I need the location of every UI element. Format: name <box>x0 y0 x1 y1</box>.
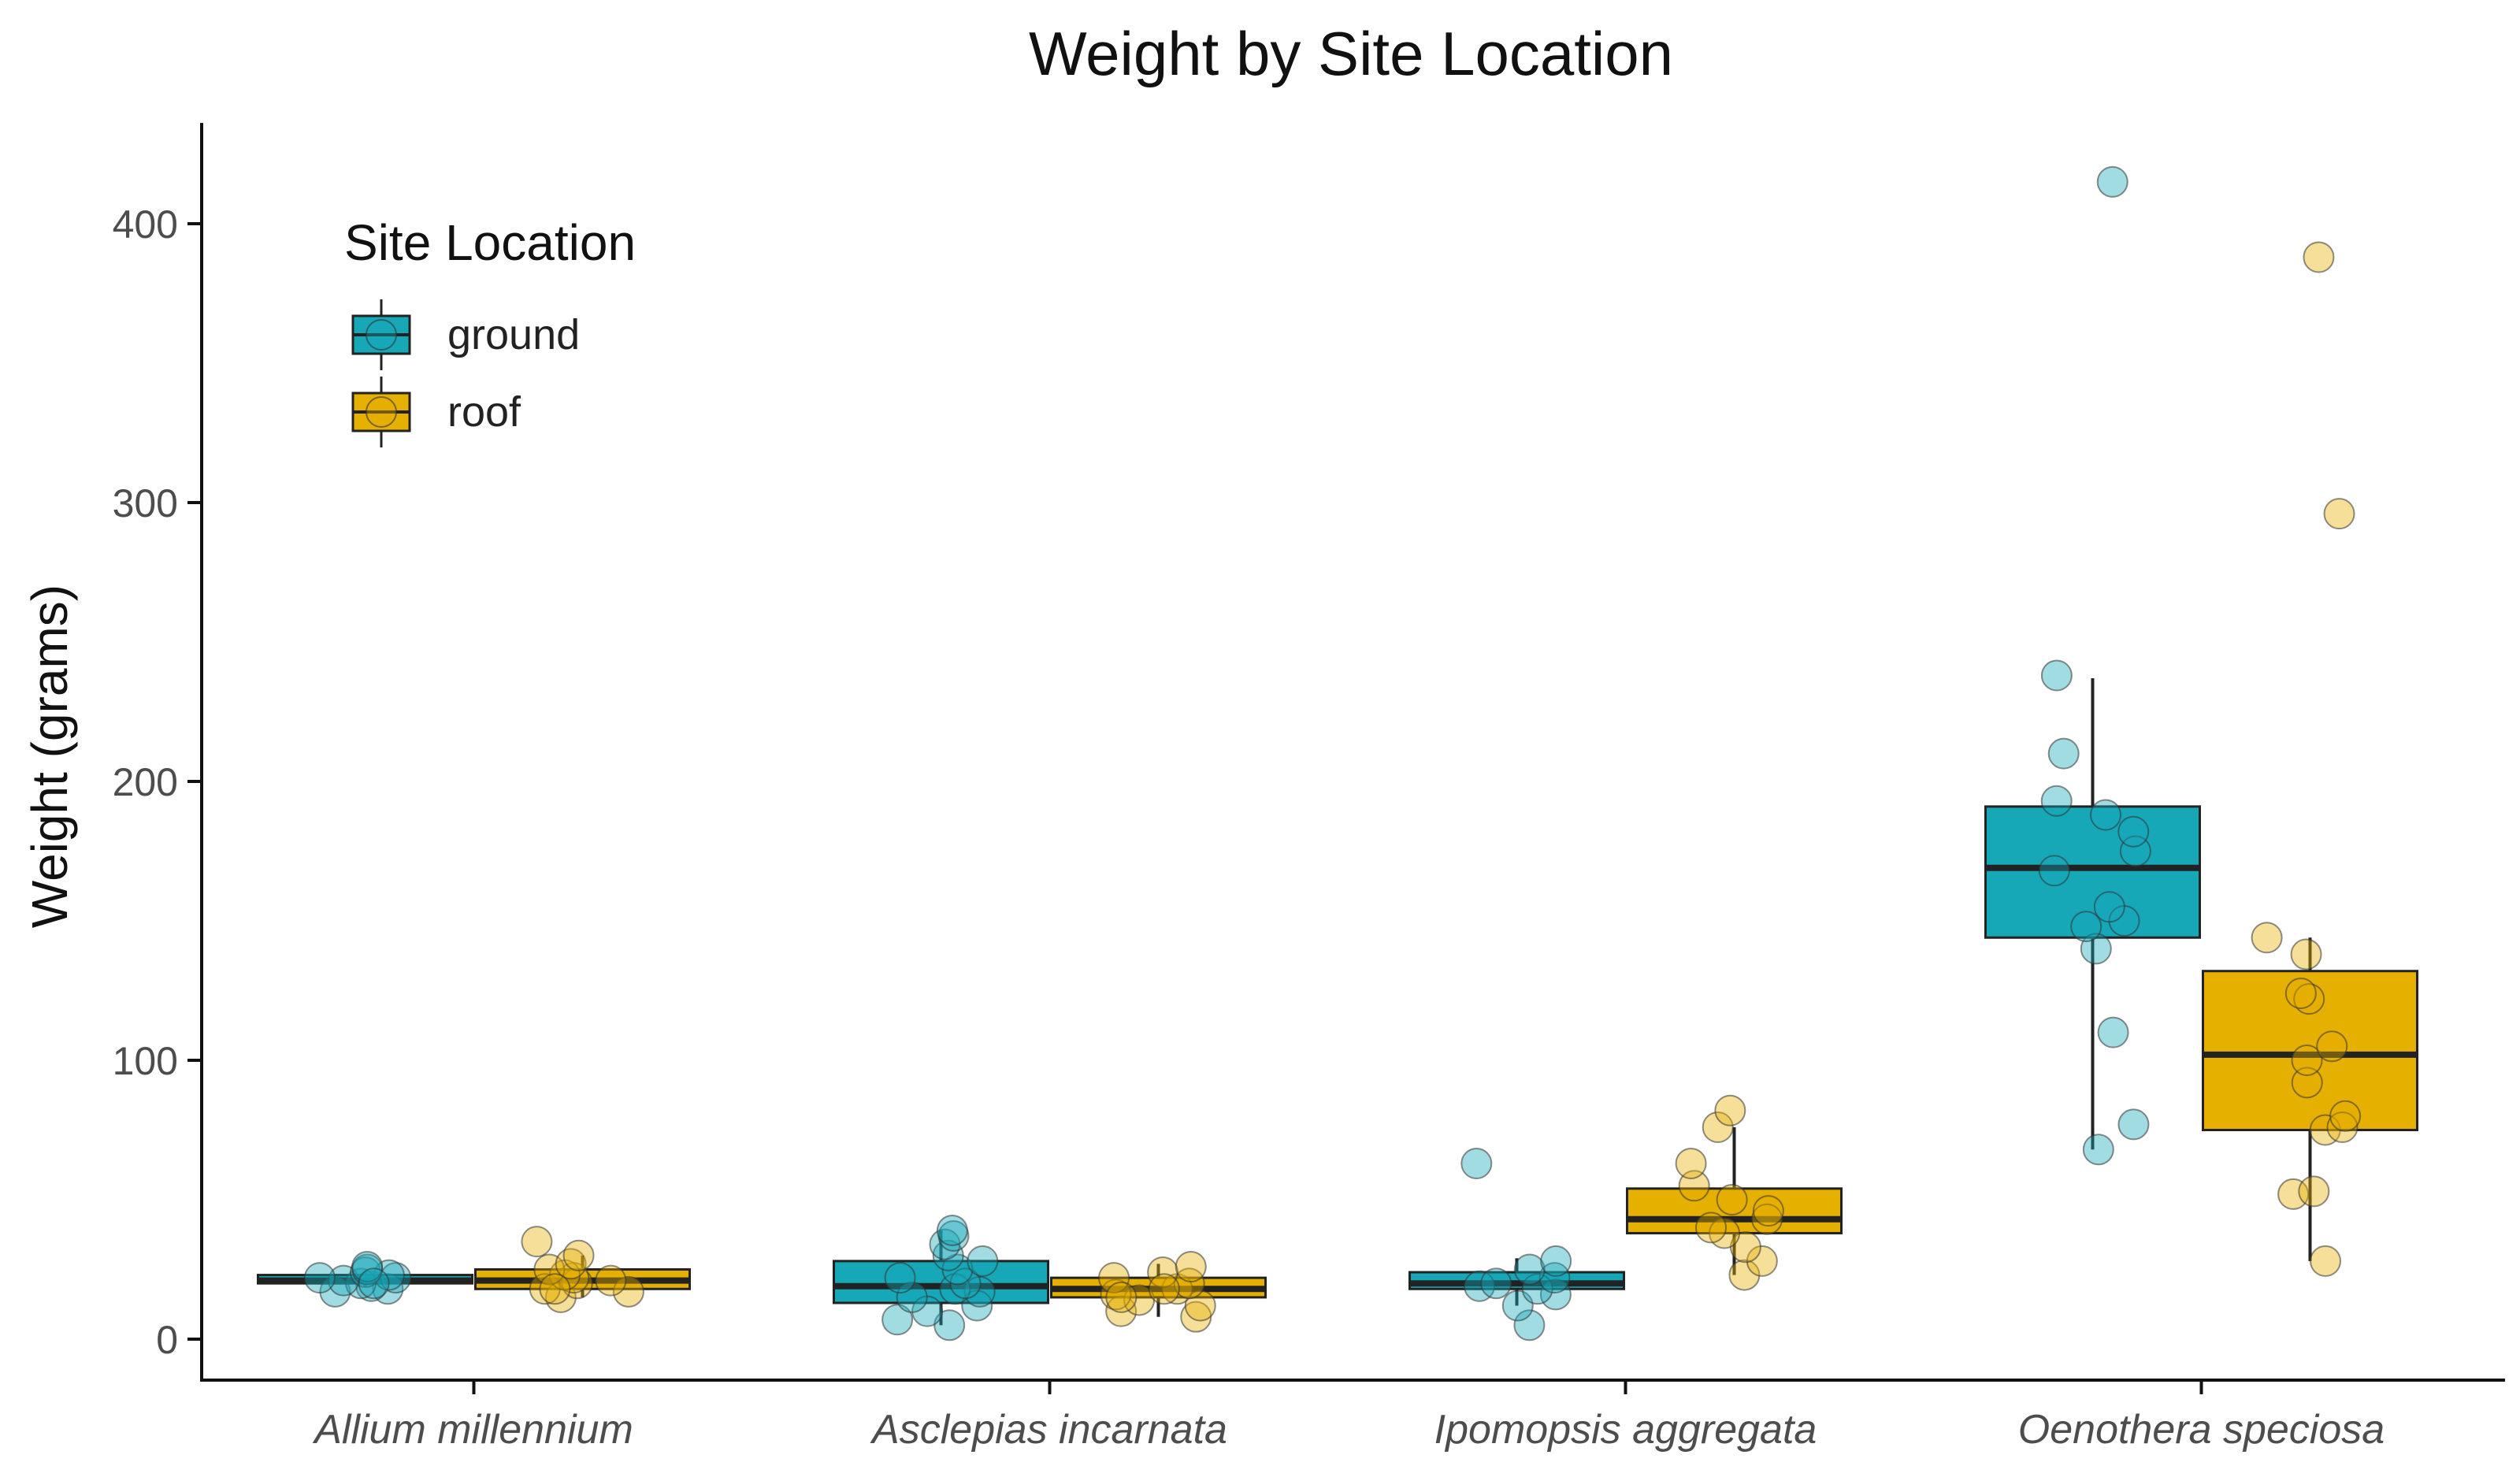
data-point <box>1175 1250 1207 1282</box>
y-axis-ticks: 0 100 200 300 400 <box>113 202 202 1362</box>
data-point <box>1539 1278 1572 1311</box>
data-point <box>1100 1278 1132 1311</box>
data-point <box>2096 165 2128 198</box>
data-point <box>2093 891 2125 923</box>
data-point <box>932 1239 964 1271</box>
data-point <box>881 1304 914 1336</box>
data-point <box>2329 1100 2362 1132</box>
box-roof-2 <box>1626 1126 1843 1275</box>
data-point <box>1463 1270 1495 1302</box>
y-tick-label: 300 <box>113 481 178 525</box>
y-axis-label: Weight (grams) <box>21 584 78 928</box>
data-point <box>1716 1184 1748 1215</box>
x-axis-ticks: Allium millennium Asclepias incarnata Ipom… <box>312 1380 2385 1453</box>
data-point <box>1538 1262 1571 1294</box>
legend-point <box>366 319 397 351</box>
data-point <box>562 1239 595 1271</box>
data-point <box>1751 1203 1783 1235</box>
data-point <box>2326 1111 2359 1143</box>
data-point <box>2290 938 2322 970</box>
data-point <box>1480 1267 1512 1300</box>
data-point <box>2117 1108 2150 1141</box>
legend-label: ground <box>447 311 580 358</box>
data-point <box>967 1245 999 1277</box>
data-point <box>884 1262 916 1294</box>
box-roof-1 <box>1050 1264 1267 1317</box>
data-point <box>929 1228 961 1260</box>
box-roof-3 <box>2202 937 2418 1261</box>
data-point <box>351 1250 384 1282</box>
y-tick-label: 100 <box>113 1039 178 1083</box>
data-point <box>2038 855 2070 887</box>
boxes-layer <box>257 678 2418 1326</box>
data-point <box>1105 1281 1138 1313</box>
box-body <box>1984 805 2201 939</box>
data-point <box>2310 1245 2342 1277</box>
data-point <box>2291 1045 2323 1076</box>
data-point <box>1540 1245 1572 1277</box>
box-ground-3 <box>1984 678 2201 1150</box>
data-point <box>358 1267 390 1300</box>
x-tick-label: Ipomopsis aggregata <box>1434 1407 1817 1453</box>
legend-item-ground: ground <box>351 299 580 370</box>
box-ground-2 <box>1408 1258 1625 1306</box>
legend: Site Location ground roof <box>344 214 636 447</box>
data-point <box>595 1264 627 1297</box>
x-tick-label: Asclepias incarnata <box>870 1407 1227 1453</box>
data-point <box>936 1214 968 1246</box>
data-point <box>1746 1245 1778 1277</box>
data-point <box>2251 922 2283 954</box>
data-point <box>1702 1111 1734 1143</box>
data-point <box>2040 785 2073 817</box>
data-point <box>2082 1134 2114 1166</box>
data-point <box>1147 1256 1179 1289</box>
data-point <box>612 1275 644 1308</box>
data-point <box>2291 1067 2323 1099</box>
data-point <box>1460 1147 1493 1179</box>
x-tick-label: Allium millennium <box>312 1407 633 1453</box>
data-point <box>521 1226 553 1258</box>
data-point <box>1513 1309 1546 1342</box>
data-point <box>2040 659 2073 692</box>
data-point <box>303 1262 336 1294</box>
data-point <box>533 1253 566 1286</box>
data-point <box>1173 1267 1205 1300</box>
data-point <box>1752 1195 1784 1227</box>
data-point <box>2303 241 2335 273</box>
legend-title: Site Location <box>344 214 636 271</box>
data-point <box>2097 1016 2129 1048</box>
data-point <box>2047 737 2080 770</box>
data-point <box>2090 799 2122 831</box>
data-point <box>1098 1262 1130 1294</box>
chart-title: Weight by Site Location <box>1029 19 1673 88</box>
data-point <box>2070 911 2102 943</box>
data-point <box>1695 1212 1728 1244</box>
legend-label: roof <box>447 388 521 436</box>
data-point <box>2277 1178 2310 1210</box>
data-point <box>2284 978 2317 1010</box>
y-tick-label: 400 <box>113 202 178 247</box>
data-point <box>2298 1175 2330 1208</box>
box-body <box>1626 1187 1843 1234</box>
box-body <box>2202 970 2418 1131</box>
data-point <box>2323 498 2355 530</box>
legend-item-roof: roof <box>351 377 521 447</box>
y-tick-label: 200 <box>113 760 178 804</box>
data-point <box>1521 1273 1553 1305</box>
data-point <box>2117 815 2150 848</box>
data-point <box>1728 1259 1761 1291</box>
data-point <box>2316 1030 2348 1063</box>
data-point <box>1714 1094 1746 1126</box>
data-point <box>896 1281 928 1313</box>
data-point <box>1148 1273 1180 1305</box>
x-tick-label: Oenothera speciosa <box>2018 1407 2385 1453</box>
y-tick-label: 0 <box>156 1318 178 1362</box>
legend-point <box>366 396 397 428</box>
points-layer <box>303 165 2362 1342</box>
data-point <box>1513 1253 1546 1286</box>
data-point <box>539 1273 571 1305</box>
data-point <box>1675 1147 1707 1179</box>
